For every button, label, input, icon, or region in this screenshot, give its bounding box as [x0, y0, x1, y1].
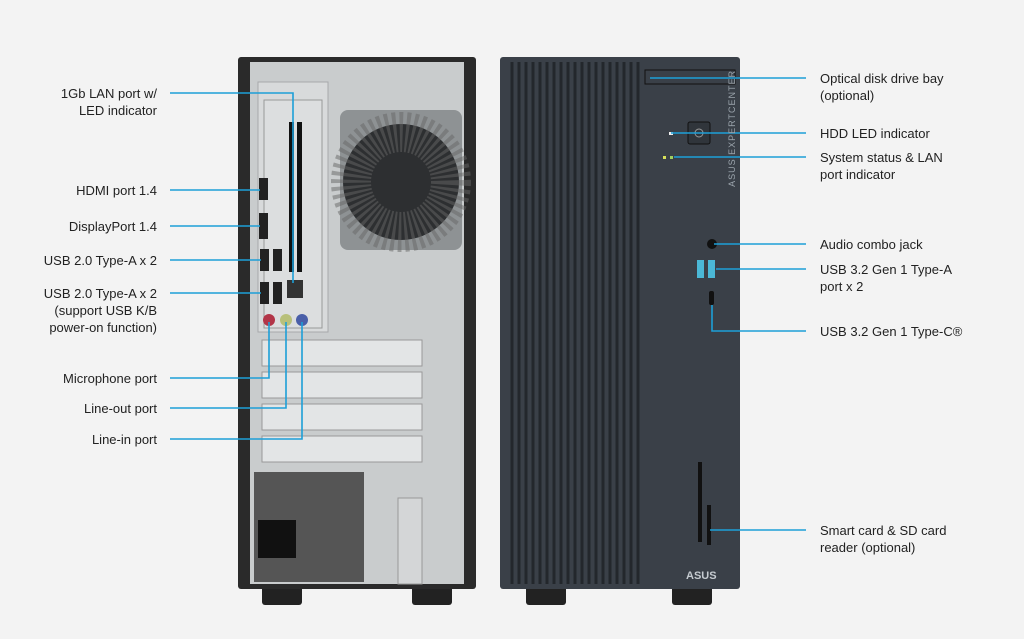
label-usb20-b: USB 2.0 Type-A x 2 (support USB K/B powe… [43, 286, 157, 335]
label-hdmi: HDMI port 1.4 [76, 183, 157, 198]
usb32-port [697, 260, 704, 278]
label-usb-c: USB 3.2 Gen 1 Type-C® [820, 324, 963, 339]
front-ridges [510, 62, 640, 584]
back-tower [238, 57, 476, 605]
label-optical-bay: Optical disk drive bay (optional) [820, 71, 944, 103]
label-linein: Line-in port [91, 432, 157, 447]
brand-vertical-text: ASUS EXPERTCENTER [727, 70, 737, 187]
label-usb20-a: USB 2.0 Type-A x 2 [43, 253, 157, 268]
vent-slots [289, 122, 302, 272]
smart-card-slot [698, 462, 702, 542]
usbc-port [709, 291, 714, 305]
displayport-port [259, 213, 268, 239]
lan-port [287, 280, 303, 298]
label-displayport: DisplayPort 1.4 [68, 219, 157, 234]
linein-jack [296, 314, 308, 326]
label-status-led: System status & LAN port indicator [820, 150, 943, 182]
mic-jack [263, 314, 275, 326]
sd-slot [707, 505, 711, 545]
lineout-jack [280, 314, 292, 326]
label-card-reader: Smart card & SD card reader (optional) [820, 523, 947, 555]
hdmi-port [259, 178, 268, 200]
expansion-slots [261, 339, 423, 463]
label-hdd-led: HDD LED indicator [820, 126, 930, 141]
power-socket [258, 520, 296, 558]
usb-port [260, 282, 269, 304]
status-led [663, 156, 666, 159]
usb-port [260, 249, 269, 271]
label-usb32-a: USB 3.2 Gen 1 Type-A port x 2 [820, 262, 952, 294]
asus-logo: ASUS [686, 570, 717, 582]
label-lan-port: 1Gb LAN port w/ LED indicator [60, 86, 157, 118]
label-audio-jack: Audio combo jack [820, 237, 923, 252]
label-mic: Microphone port [63, 371, 157, 386]
audio-jack [707, 239, 717, 249]
label-lineout: Line-out port [84, 401, 157, 416]
front-tower [500, 57, 740, 605]
callout-lines [170, 77, 806, 531]
fan-grille [331, 110, 471, 252]
